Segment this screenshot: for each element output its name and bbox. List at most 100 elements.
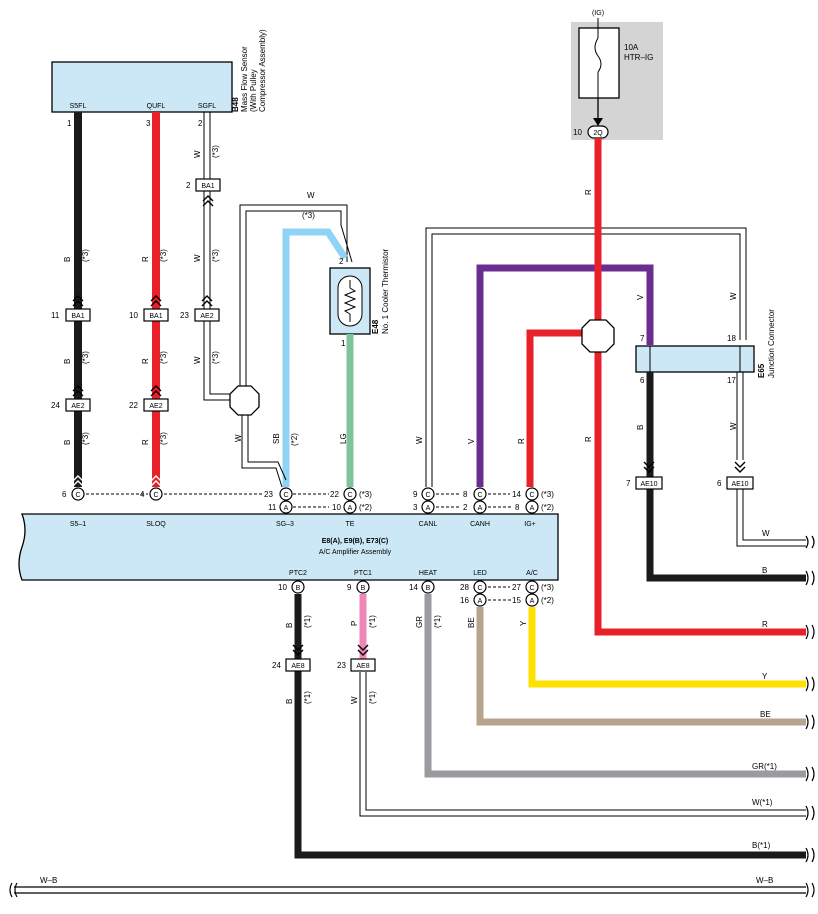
svg-text:(*1): (*1): [368, 615, 377, 628]
thermistor-icon: [337, 275, 363, 327]
svg-text:B(*1): B(*1): [752, 841, 771, 850]
svg-text:W: W: [193, 150, 202, 158]
mfs-pin-2: 2: [198, 119, 203, 128]
svg-text:Compressor Assembly): Compressor Assembly): [258, 29, 267, 112]
fuse-connector-label: 2Q: [593, 130, 603, 137]
svg-text:W: W: [307, 191, 315, 200]
svg-text:A/C Amplifier Assembly: A/C Amplifier Assembly: [319, 549, 392, 556]
svg-text:E8(A), E9(B), E73(C): E8(A), E9(B), E73(C): [322, 538, 389, 545]
svg-text:8: 8: [463, 490, 468, 499]
svg-text:A: A: [426, 505, 431, 512]
svg-text:9: 9: [347, 583, 352, 592]
thermistor-title: E48 No. 1 Cooler Thermistor: [371, 248, 390, 334]
svg-text:R: R: [141, 358, 150, 364]
svg-text:A: A: [530, 505, 535, 512]
svg-text:A: A: [478, 505, 483, 512]
splice-icon: [581, 319, 615, 353]
svg-text:SB: SB: [272, 433, 281, 444]
svg-text:B48: B48: [231, 97, 240, 112]
wire-ac-yellow: [528, 607, 806, 688]
svg-text:(*3): (*3): [81, 249, 90, 262]
svg-text:E65: E65: [757, 363, 766, 378]
svg-text:(*3): (*3): [159, 351, 168, 364]
svg-text:6: 6: [62, 490, 67, 499]
svg-text:B: B: [285, 623, 294, 628]
svg-text:C: C: [529, 492, 534, 499]
fuse-pin: 10: [573, 128, 582, 137]
svg-text:6: 6: [717, 479, 722, 488]
svg-text:B: B: [63, 440, 72, 445]
conn-ae8-a: [285, 658, 311, 672]
svg-text:2: 2: [186, 181, 191, 190]
wire-v-violet: [476, 264, 654, 487]
svg-text:(*2): (*2): [359, 503, 372, 512]
svg-text:BE: BE: [760, 710, 771, 719]
wire-ptc1-white: [359, 672, 806, 817]
svg-text:16: 16: [460, 596, 469, 605]
svg-text:C: C: [347, 492, 352, 499]
svg-text:BE: BE: [467, 617, 476, 628]
conn-ae2-c: [143, 398, 169, 412]
wire-sb-skyblue: [282, 228, 348, 487]
svg-text:7: 7: [640, 334, 645, 343]
svg-text:(*3): (*3): [541, 583, 554, 592]
svg-text:AE8: AE8: [356, 663, 369, 670]
svg-text:8: 8: [515, 503, 520, 512]
svg-text:(*3): (*3): [211, 145, 220, 158]
svg-text:AE2: AE2: [200, 313, 213, 320]
svg-text:W: W: [234, 434, 243, 442]
svg-text:R: R: [141, 256, 150, 262]
svg-text:V: V: [467, 438, 476, 444]
fuse-rating: 10A: [624, 43, 639, 52]
pin-sgfl: SGFL: [198, 103, 216, 110]
svg-text:B: B: [63, 257, 72, 262]
svg-text:BA1: BA1: [149, 313, 162, 320]
svg-text:B: B: [636, 425, 645, 430]
svg-text:LED: LED: [473, 570, 487, 577]
svg-text:AE2: AE2: [71, 403, 84, 410]
svg-text:2: 2: [339, 257, 344, 266]
wire-main-red: [594, 138, 806, 636]
pin-s5fl: S5FL: [70, 103, 87, 110]
svg-text:PTC2: PTC2: [289, 570, 307, 577]
svg-text:B: B: [762, 566, 767, 575]
svg-text:B: B: [63, 359, 72, 364]
svg-text:W: W: [415, 436, 424, 444]
svg-text:C: C: [529, 585, 534, 592]
svg-text:AE2: AE2: [149, 403, 162, 410]
svg-text:V: V: [636, 294, 645, 300]
mass-flow-sensor-title: B48 Mass Flow Sensor (With Pulley Compre…: [231, 29, 267, 112]
svg-text:GR(*1): GR(*1): [752, 762, 777, 771]
svg-text:18: 18: [727, 334, 736, 343]
svg-text:BA1: BA1: [71, 313, 84, 320]
svg-text:SG–3: SG–3: [276, 521, 294, 528]
svg-text:10: 10: [278, 583, 287, 592]
break-marks: [805, 535, 815, 863]
svg-text:23: 23: [337, 661, 346, 670]
svg-text:(*3): (*3): [359, 490, 372, 499]
svg-text:(*3): (*3): [159, 432, 168, 445]
wire-white-sg3: [241, 410, 287, 488]
wire-ae10-white: [736, 489, 806, 547]
svg-text:1: 1: [341, 339, 346, 348]
svg-text:3: 3: [413, 503, 418, 512]
svg-text:(*1): (*1): [303, 691, 312, 704]
svg-text:B: B: [361, 585, 366, 592]
wire-ig-red: [526, 329, 588, 487]
svg-text:W: W: [729, 292, 738, 300]
svg-text:2: 2: [463, 503, 468, 512]
svg-text:B: B: [285, 699, 294, 704]
svg-text:AE8: AE8: [291, 663, 304, 670]
svg-text:CANL: CANL: [419, 521, 438, 528]
splice-icon: [229, 385, 260, 416]
svg-text:10: 10: [332, 503, 341, 512]
pin-qufl: QUFL: [147, 103, 166, 110]
svg-text:C: C: [283, 492, 288, 499]
svg-text:R: R: [584, 189, 593, 195]
svg-text:Mass Flow Sensor: Mass Flow Sensor: [240, 46, 249, 112]
svg-text:AE10: AE10: [731, 481, 748, 488]
conn-ae10-a: [635, 476, 663, 490]
fuse-name: HTR–IG: [624, 53, 653, 62]
svg-text:(*3): (*3): [159, 249, 168, 262]
